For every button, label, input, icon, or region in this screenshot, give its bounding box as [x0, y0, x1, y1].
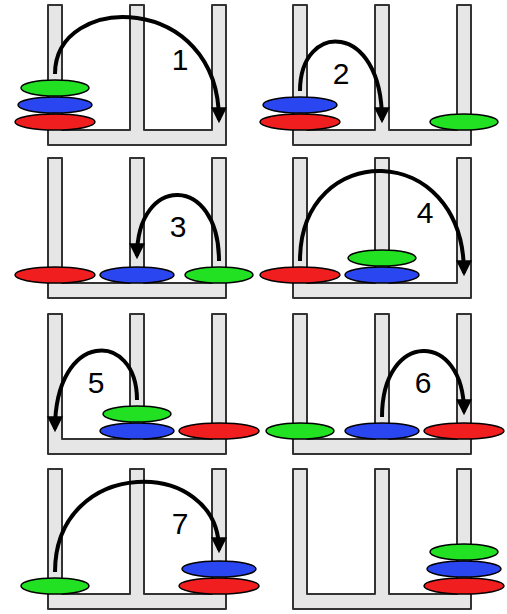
disk	[430, 544, 498, 560]
disk	[18, 97, 92, 113]
hanoi-panel	[260, 5, 498, 145]
disk	[345, 267, 419, 283]
disk	[100, 423, 174, 439]
disk	[179, 423, 259, 439]
step-number: 3	[170, 212, 187, 242]
disk	[345, 423, 419, 439]
disk	[185, 267, 253, 283]
disk	[424, 423, 504, 439]
step-number: 7	[172, 509, 189, 539]
step-number: 6	[415, 368, 432, 398]
hanoi-panel	[48, 314, 259, 454]
move-arrow	[382, 351, 464, 417]
step-number: 2	[333, 59, 350, 89]
disk	[348, 250, 416, 266]
disk	[427, 561, 501, 577]
disk	[100, 267, 174, 283]
move-arrow	[55, 351, 137, 429]
disk	[260, 114, 340, 130]
hanoi-panel	[15, 5, 226, 145]
disk	[260, 267, 340, 283]
disk	[103, 406, 171, 422]
step-number: 4	[417, 198, 434, 228]
move-arrow	[137, 195, 219, 261]
disk	[15, 114, 95, 130]
move-arrow	[300, 171, 464, 273]
disk	[21, 80, 89, 96]
disk	[263, 97, 337, 113]
step-number: 5	[88, 368, 105, 398]
move-arrow	[55, 17, 219, 120]
move-arrow	[300, 42, 382, 120]
step-number: 1	[172, 45, 189, 75]
hanoi-panel	[266, 314, 504, 454]
disk	[424, 578, 504, 594]
hanoi-panel	[260, 158, 471, 298]
disk	[21, 578, 89, 594]
hanoi-panel	[293, 469, 504, 609]
move-arrow	[55, 482, 219, 572]
hanoi-panel	[15, 158, 253, 298]
hanoi-panel	[21, 469, 259, 609]
disk	[430, 114, 498, 130]
disk	[182, 561, 256, 577]
disk	[266, 423, 334, 439]
disk	[179, 578, 259, 594]
disk	[15, 267, 95, 283]
